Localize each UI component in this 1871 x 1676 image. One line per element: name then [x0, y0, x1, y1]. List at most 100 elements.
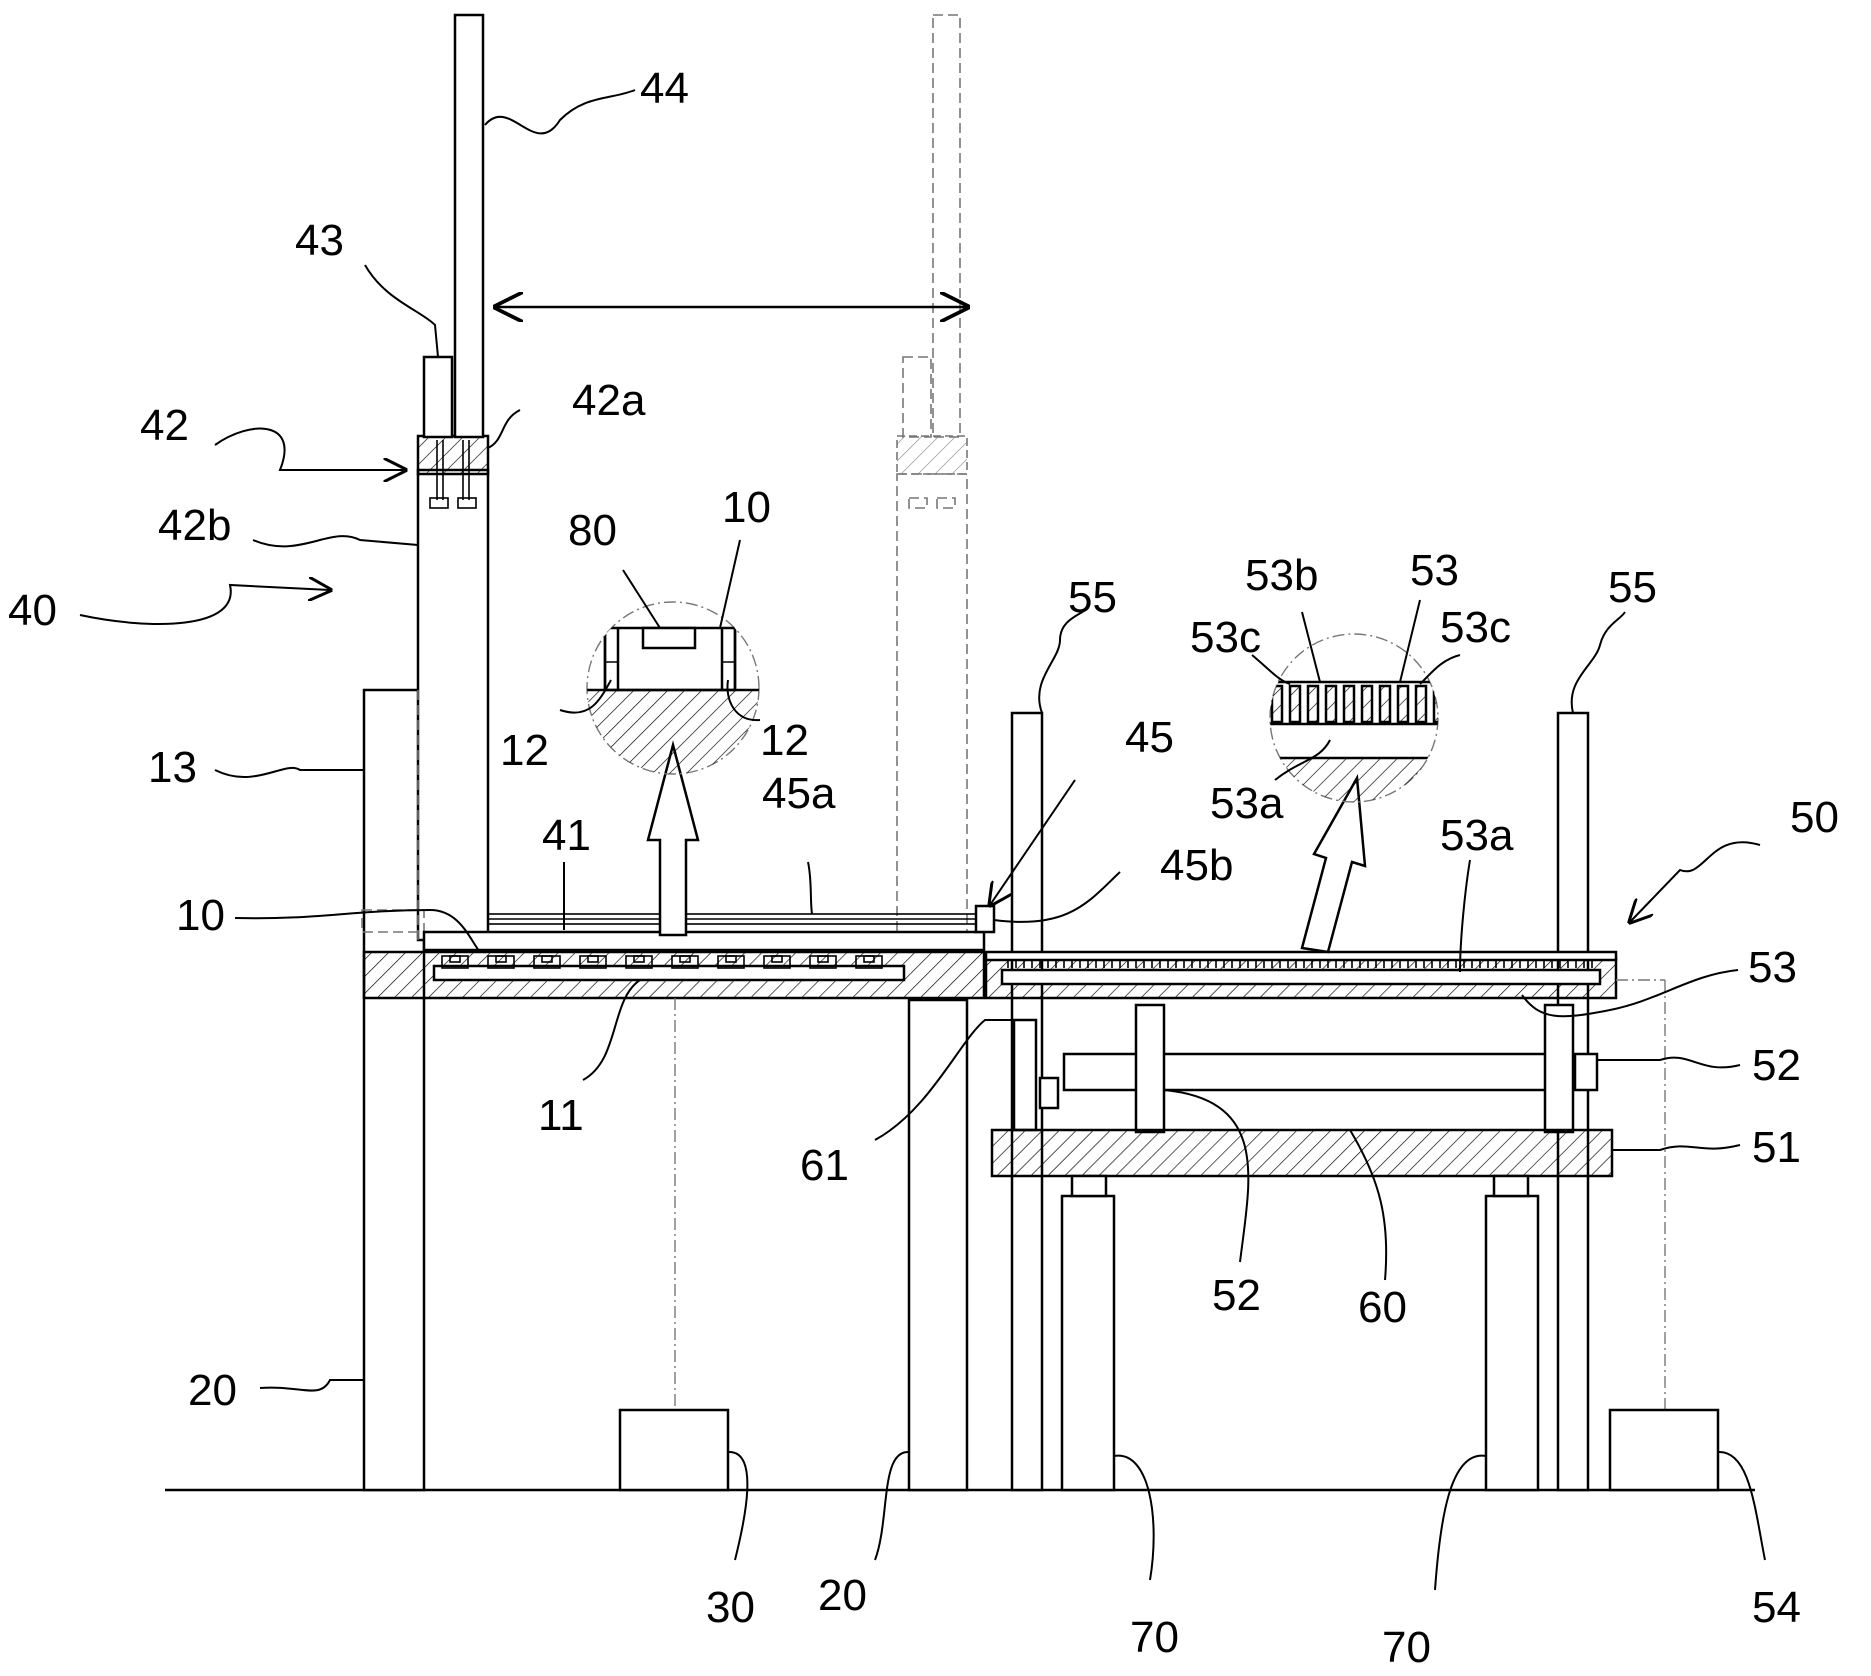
label-55-left: 55: [1068, 573, 1117, 622]
plate-53-top: [984, 950, 1618, 962]
label-10-top: 10: [722, 483, 771, 532]
label-30: 30: [706, 1583, 755, 1632]
leader-60: [1349, 1129, 1388, 1281]
detail-cell-53c: [1396, 684, 1410, 724]
label-53c-left: 53c: [1190, 613, 1261, 662]
detail-cell-53c: [1378, 684, 1392, 724]
leader-44: [484, 89, 636, 135]
label-80: 80: [568, 506, 617, 555]
cell-10-inner: [771, 955, 783, 963]
cylinder-43: [422, 355, 454, 439]
detail-cell-53c: [1270, 684, 1284, 724]
rail-41: [422, 930, 986, 952]
cells-10: [441, 955, 883, 969]
leader-53b: [1301, 611, 1321, 683]
block-52-right: [1573, 1052, 1599, 1092]
pin-foot-right: [457, 497, 477, 509]
unit-30: [618, 1408, 730, 1492]
phantom-cylinder-43: [902, 356, 932, 438]
leader-53a-plate: [1459, 859, 1471, 973]
label-53a-circle: 53a: [1210, 779, 1284, 828]
label-52-right: 52: [1752, 1041, 1801, 1090]
label-42b: 42b: [158, 501, 231, 550]
label-70-left: 70: [1130, 1613, 1179, 1662]
leader-45: [990, 779, 1076, 905]
detail-cell-53c: [1306, 684, 1320, 724]
detail-cell-53c: [1360, 684, 1374, 724]
phantom-block-42a: [896, 435, 968, 475]
label-45b: 45b: [1160, 841, 1233, 890]
leader-70-left: [1113, 1454, 1155, 1581]
lift-70-left-rod: [1070, 1174, 1108, 1198]
unit-54: [1608, 1408, 1720, 1492]
rod-44: [453, 13, 485, 439]
leader-43: [364, 264, 439, 358]
detail-circle-1: [586, 601, 760, 775]
label-60: 60: [1358, 1283, 1407, 1332]
leader-53c-right: [1419, 654, 1461, 685]
detail-cell-53c: [1288, 684, 1302, 724]
cell-10-inner: [633, 955, 645, 963]
pin-foot-left: [429, 497, 449, 509]
leader-55-right: [1570, 611, 1626, 714]
cell-10-inner: [587, 955, 599, 963]
cylinder-61: [1012, 1018, 1038, 1132]
leader-50: [1630, 841, 1761, 922]
support-52-left: [1134, 1003, 1166, 1134]
detail-circle-2: [1269, 633, 1439, 803]
plate-53a: [1000, 968, 1602, 986]
label-52-mid: 52: [1212, 1271, 1261, 1320]
cell-10-inner: [863, 955, 875, 963]
leader-12-left: [559, 679, 612, 714]
leader-70-right: [1434, 1454, 1487, 1591]
leader-54: [1717, 1450, 1766, 1561]
label-11: 11: [538, 1091, 584, 1140]
motor-45b: [974, 904, 996, 934]
leader-61: [874, 1019, 1014, 1141]
lift-70-right: [1484, 1194, 1540, 1492]
label-20-mid: 20: [818, 1571, 867, 1620]
plate-11: [432, 964, 906, 982]
leader-53a-circle: [1274, 739, 1331, 781]
cell-10-inner: [679, 955, 691, 963]
leader-40: [79, 585, 330, 625]
leader-13: [214, 766, 364, 779]
leader-42: [214, 427, 405, 470]
label-45a: 45a: [762, 769, 836, 818]
label-54: 54: [1752, 1583, 1801, 1632]
leader-55-left: [1038, 609, 1086, 714]
label-20-left: 20: [188, 1366, 237, 1415]
leader-20-mid: [874, 1450, 910, 1561]
label-61: 61: [800, 1141, 849, 1190]
leader-45b: [993, 871, 1121, 923]
label-42: 42: [140, 401, 189, 450]
label-51: 51: [1752, 1123, 1801, 1172]
label-53c-right: 53c: [1440, 603, 1511, 652]
support-52-right: [1543, 1003, 1575, 1134]
cell-10-inner: [541, 955, 553, 963]
label-12-right: 12: [760, 716, 809, 765]
cell-10-inner: [725, 955, 737, 963]
leader-30: [727, 1450, 749, 1561]
label-41: 41: [542, 811, 591, 860]
leader-45a: [807, 861, 813, 915]
label-10-side: 10: [176, 891, 225, 940]
phantom-pin-foot-right: [936, 497, 956, 509]
label-43: 43: [295, 216, 344, 265]
leader-12-right: [726, 679, 761, 722]
detail-cell-53c: [1432, 684, 1438, 724]
phantom-rod-44: [932, 14, 961, 438]
detail-cell-53c: [1414, 684, 1428, 724]
leader-42a: [487, 409, 521, 449]
label-40: 40: [8, 586, 57, 635]
cell-10-inner: [817, 955, 829, 963]
label-53a-plate: 53a: [1440, 811, 1514, 860]
leader-53-side: [1521, 969, 1739, 1018]
detail-cell-53c: [1342, 684, 1356, 724]
column-13: [362, 688, 426, 1492]
leader-10-top: [719, 539, 741, 629]
label-53-side: 53: [1748, 943, 1797, 992]
up-arrow-left: [646, 740, 700, 937]
label-45: 45: [1125, 713, 1174, 762]
